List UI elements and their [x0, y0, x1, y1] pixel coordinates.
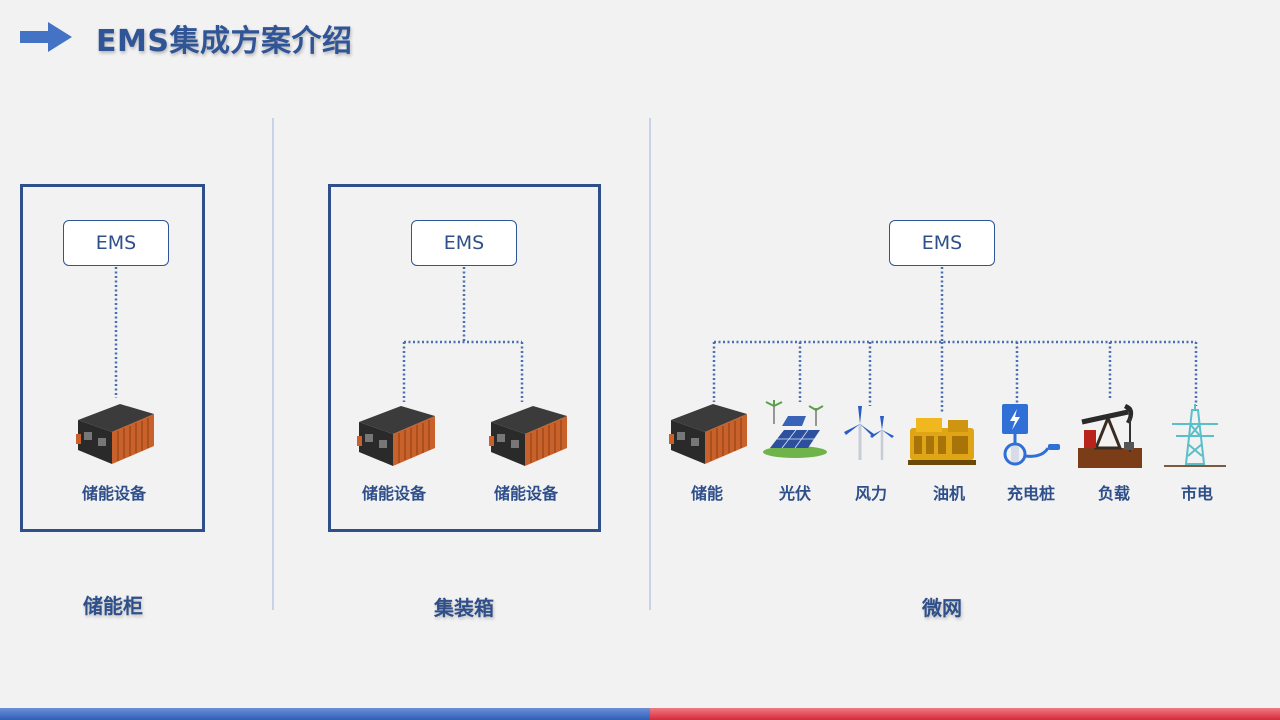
cabinet-box — [20, 184, 205, 532]
diesel-generator-icon — [908, 418, 976, 465]
device-label-diesel: 油机 — [932, 484, 965, 503]
battery-icon — [489, 406, 567, 466]
device-label: 储能设备 — [493, 484, 558, 503]
power-tower-grid-icon — [1164, 404, 1226, 467]
ems-node-container: EMS — [411, 220, 517, 266]
device-label: 储能设备 — [361, 484, 426, 503]
battery-icon — [357, 406, 435, 466]
divider-right — [649, 118, 651, 610]
divider-left — [272, 118, 274, 610]
solar-panel-icon — [763, 400, 827, 458]
device-label-load: 负载 — [1097, 484, 1130, 503]
wind-turbine-icon — [844, 406, 894, 460]
device-label-wind: 风力 — [854, 484, 887, 503]
bottom-bar-red — [650, 708, 1280, 720]
section-title-container: 集装箱 — [434, 596, 494, 620]
ems-node-microgrid: EMS — [889, 220, 995, 266]
device-label-storage: 储能 — [690, 484, 723, 503]
arrow-right-icon — [20, 22, 72, 52]
oil-pump-load-icon — [1078, 404, 1142, 468]
battery-icon — [76, 404, 154, 464]
device-label: 储能设备 — [81, 484, 146, 503]
device-label-charger: 充电桩 — [1006, 484, 1055, 503]
page-title: EMS集成方案介绍 — [96, 24, 353, 59]
section-title-cabinet: 储能柜 — [83, 594, 143, 618]
device-label-grid: 市电 — [1180, 484, 1213, 503]
charging-station-icon — [1002, 404, 1060, 466]
container-box — [328, 184, 601, 532]
section-title-microgrid: 微网 — [922, 596, 962, 620]
battery-icon — [669, 404, 747, 464]
ems-node-cabinet: EMS — [63, 220, 169, 266]
bottom-bar-blue — [0, 708, 650, 720]
device-label-solar: 光伏 — [778, 484, 811, 503]
